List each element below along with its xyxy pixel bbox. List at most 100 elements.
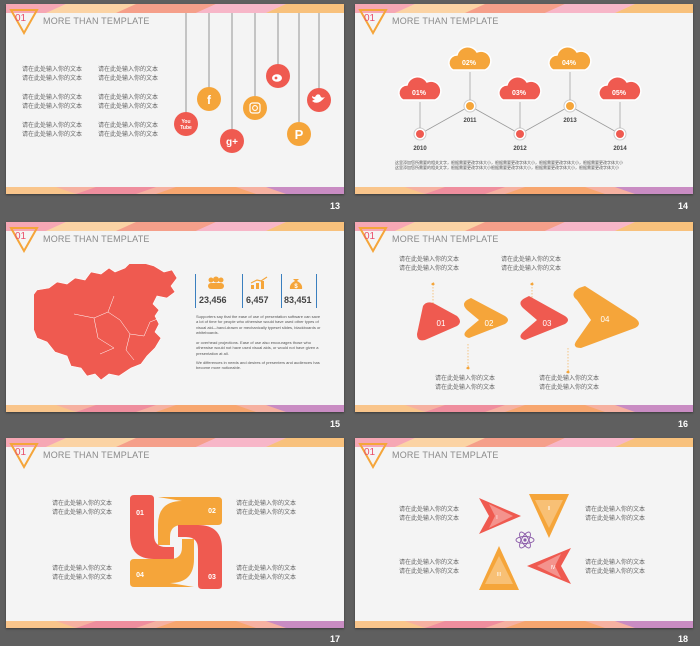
- slide-title: MORE THAN TEMPLATE: [392, 234, 499, 244]
- svg-text:05%: 05%: [612, 90, 627, 97]
- money-bag-icon: $: [289, 279, 303, 290]
- slide-thumbnail-16[interactable]: 01 MORE THAN TEMPLATE 请在此处输入你的文本请在此处输入你的…: [355, 222, 693, 412]
- slide-number: 16: [678, 419, 689, 429]
- bottom-color-band: [6, 405, 344, 412]
- section-number: 01: [15, 13, 27, 24]
- text-block: 请在此处输入你的文本请在此处输入你的文本: [585, 560, 646, 575]
- chevron-arrows-diagram: I II III IV: [479, 494, 571, 590]
- text-block: 请在此处输入你的文本请在此处输入你的文本: [399, 257, 460, 272]
- text-block: 请在此处输入你的文本请在此处输入你的文本: [399, 507, 460, 522]
- body-paragraph: We differences in needs and desires of p…: [196, 360, 320, 371]
- svg-text:Tube: Tube: [180, 125, 192, 131]
- svg-text:01%: 01%: [412, 90, 427, 97]
- twitter-icon: [307, 88, 331, 112]
- china-map: [34, 264, 178, 381]
- svg-text:02: 02: [485, 319, 494, 328]
- bottom-color-band: [6, 621, 344, 628]
- text-block: 请在此处输入你的文本请在此处输入你的文本: [22, 67, 83, 82]
- svg-text:f: f: [207, 93, 212, 107]
- slide-title: MORE THAN TEMPLATE: [392, 16, 499, 26]
- growth-chart-icon: [250, 276, 268, 289]
- svg-text:03: 03: [543, 319, 552, 328]
- svg-text:02%: 02%: [462, 60, 477, 67]
- top-color-band: [355, 4, 693, 13]
- svg-text:2011: 2011: [463, 118, 477, 124]
- block-03: [178, 525, 222, 589]
- svg-text:04%: 04%: [562, 60, 577, 67]
- top-color-band: [6, 4, 344, 13]
- text-block: 请在此处输入你的文本请在此处输入你的文本: [52, 501, 113, 516]
- text-block: 请在此处输入你的文本请在此处输入你的文本: [236, 501, 297, 516]
- slide-thumbnail-13[interactable]: 01 MORE THAN TEMPLATE 请在此处输入你的文本请在此处输入你的…: [6, 4, 344, 194]
- text-block: 请在此处输入你的文本请在此处输入你的文本: [98, 95, 159, 110]
- section-triangle-icon: [9, 9, 39, 35]
- top-color-band: [355, 438, 693, 447]
- cloud-timeline: 01% 02% 03% 04% 05% 2010 2011 2012 2013 …: [398, 46, 642, 152]
- svg-text:03%: 03%: [512, 90, 527, 97]
- slide-number: 15: [330, 419, 341, 429]
- slide-thumbnail-17[interactable]: 01 MORE THAN TEMPLATE 请在此处输入你的文本请在此处输入你的…: [6, 438, 344, 628]
- divider-line: [316, 274, 317, 308]
- svg-text:2012: 2012: [513, 146, 527, 152]
- weibo-icon: [266, 64, 290, 88]
- bottom-color-band: [6, 187, 344, 194]
- arrow-right-coral: [479, 498, 521, 534]
- timeline-dot: [613, 127, 627, 141]
- svg-text:2014: 2014: [613, 146, 627, 152]
- slide-title: MORE THAN TEMPLATE: [43, 16, 150, 26]
- svg-text:g+: g+: [226, 137, 238, 148]
- text-block: 请在此处输入你的文本请在此处输入你的文本: [52, 566, 113, 581]
- instagram-icon: [243, 96, 267, 120]
- svg-text:P: P: [295, 127, 304, 142]
- section-number: 01: [364, 447, 376, 458]
- text-block: 请在此处输入你的文本请在此处输入你的文本: [236, 566, 297, 581]
- svg-text:2010: 2010: [413, 146, 427, 152]
- slide-thumbnail-15[interactable]: 01 MORE THAN TEMPLATE $ 23,456 6,457 83,…: [6, 222, 344, 412]
- slide-thumbnail-18[interactable]: 01 MORE THAN TEMPLATE 请在此处输入你的文本请在此处输入你的…: [355, 438, 693, 628]
- svg-text:2013: 2013: [563, 118, 577, 124]
- svg-text:01: 01: [437, 319, 446, 328]
- top-color-band: [6, 222, 344, 231]
- section-triangle-icon: [9, 443, 39, 469]
- slide-thumbnail-14[interactable]: 01 MORE THAN TEMPLATE 01% 02% 03% 04% 05…: [355, 4, 693, 194]
- cloud-03: [498, 76, 542, 101]
- body-paragraph: or overhead projections. Ease of use als…: [196, 340, 319, 356]
- pinterest-icon: P: [287, 122, 311, 146]
- arrow-04: [573, 286, 639, 348]
- text-block: 请在此处输入你的文本请在此处输入你的文本: [399, 560, 460, 575]
- section-number: 01: [15, 231, 27, 242]
- stat-value: 83,451: [284, 295, 312, 305]
- svg-text:You: You: [181, 119, 190, 125]
- divider-line: [281, 274, 282, 308]
- svg-text:$: $: [294, 284, 298, 290]
- arrow-01: [417, 302, 460, 341]
- svg-text:I: I: [496, 515, 497, 521]
- svg-text:III: III: [497, 572, 501, 578]
- text-block: 请在此处输入你的文本请在此处输入你的文本: [22, 123, 83, 138]
- divider-line: [195, 274, 196, 308]
- top-color-band: [355, 222, 693, 231]
- slide-title: MORE THAN TEMPLATE: [392, 450, 499, 460]
- slide-number: 18: [678, 634, 689, 644]
- top-color-band: [6, 438, 344, 447]
- section-triangle-icon: [358, 227, 388, 253]
- arrow-down-orange: [529, 494, 569, 538]
- bottom-color-band: [355, 621, 693, 628]
- bottom-color-band: [355, 187, 693, 194]
- timeline-dot: [563, 99, 577, 113]
- arrow-process: 01 02 03 04: [417, 282, 639, 374]
- text-block: 请在此处输入你的文本请在此处输入你的文本: [435, 376, 496, 391]
- stat-value: 23,456: [199, 295, 227, 305]
- arrow-up-orange: [479, 546, 519, 590]
- divider-line: [242, 274, 243, 308]
- timeline-dot: [513, 127, 527, 141]
- caption-text: 这里添加您所需要的相关文字，根据需要更改字体大小，根据需要更改字体大小，根据需要…: [395, 160, 623, 171]
- text-block: 请在此处输入你的文本请在此处输入你的文本: [585, 507, 646, 522]
- svg-text:IV: IV: [551, 565, 556, 571]
- section-triangle-icon: [358, 9, 388, 35]
- facebook-icon: f: [197, 87, 221, 111]
- timeline-dot: [413, 127, 427, 141]
- section-triangle-icon: [358, 443, 388, 469]
- svg-text:II: II: [548, 506, 551, 512]
